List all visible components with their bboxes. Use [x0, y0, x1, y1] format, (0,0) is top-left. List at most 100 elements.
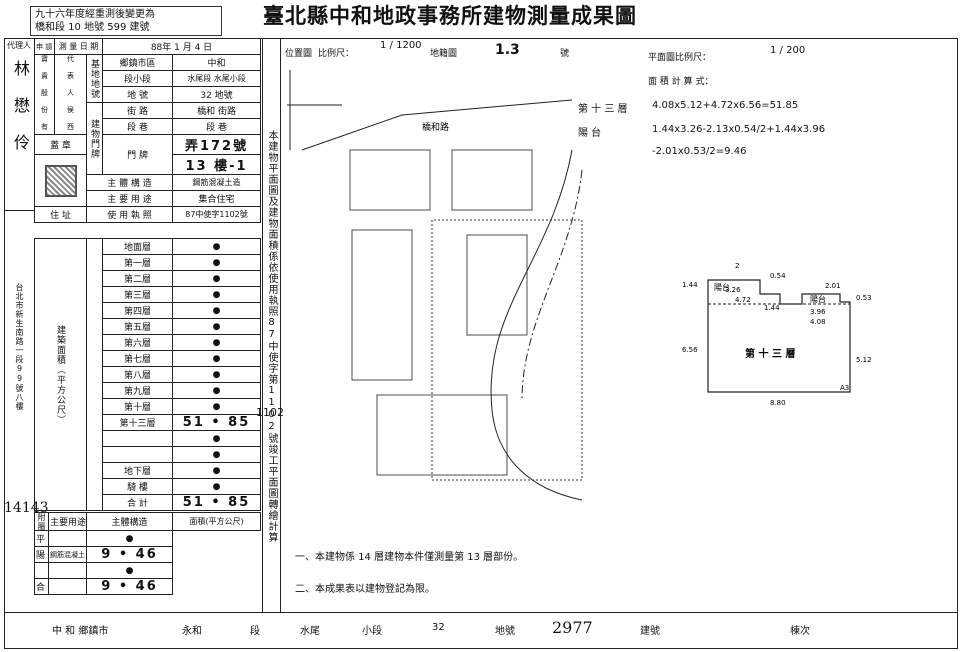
floor-name: 第六層 [102, 334, 173, 351]
dim-label: 1.44 [682, 281, 698, 289]
floor-name: 第二層 [102, 270, 173, 287]
calc-line2-label: 陽 台 [578, 128, 602, 139]
attached-building-table: 附屬建物 主要用途 主體構造 面積(平方公尺) 平 台●陽 台鋼筋混凝土9 • … [34, 512, 261, 595]
footer-section-label: 段 [250, 626, 260, 637]
attached-struct [48, 530, 87, 547]
use-label: 主 要 用 途 [85, 190, 174, 207]
address-label: 住 址 [34, 206, 87, 223]
survey-date-label: 測 量 日 期 [53, 38, 104, 55]
floor-area-table: 建築面積（平方公尺）地面層●第一層●第二層●第三層●第四層●第五層●第六層●第七… [34, 238, 261, 511]
floor-area: ● [172, 254, 261, 271]
applicant-label: 申 請 人 姓 名 [34, 38, 55, 55]
divider [280, 38, 281, 613]
floor-area-label: 建築面積（平方公尺） [34, 238, 87, 511]
street-value: 橋和 街路 [172, 102, 262, 119]
location-map: 橋和路 [287, 70, 583, 501]
floor-name [102, 430, 173, 447]
divider [262, 38, 263, 613]
note-1: 一、本建物係 14 層建物本件僅測量第 13 層部份。 [295, 552, 524, 563]
seal-stamp [34, 154, 87, 207]
note-2: 二、本成果表以建物登記為限。 [295, 584, 435, 595]
dim-label: 4.72 [735, 296, 751, 304]
town-label: 鄉鎮市區 [102, 54, 174, 71]
change-note: 九十六年度經重測後變更為 橋和段 10 地號 599 建號 [30, 6, 222, 36]
applicant-company: 寶 貴 殷 份 有 限 公 司 [34, 54, 55, 135]
attached-area: 9 • 46 [86, 546, 173, 563]
floor-area: ● [172, 398, 261, 415]
floor-name: 第一層 [102, 254, 173, 271]
calc-line3: -2.01x0.53/2=9.46 [652, 146, 747, 157]
survey-date: 88年 1 月 4 日 [102, 38, 262, 55]
floor-name: 地下層 [102, 462, 173, 479]
door-no: 弄172號 [172, 134, 262, 155]
attached-use [34, 562, 49, 579]
divider [4, 210, 34, 211]
road-boundary [301, 99, 573, 151]
attached-use: 平 台 [34, 530, 49, 547]
section-value: 水尾段 水尾小段 [172, 70, 262, 87]
attached-struct: 鋼筋混凝土 [48, 546, 87, 563]
attached-area: ● [86, 530, 173, 547]
spacer [86, 238, 103, 511]
area-calc-label: 面 積 計 算 式： [648, 77, 714, 87]
dim-label: 4.08 [810, 318, 826, 326]
section-label: 段小段 [102, 70, 174, 87]
attached-use: 合 計 [34, 578, 49, 595]
floor-area: 51 • 85 [172, 494, 261, 511]
door-no-floor: 13 樓-1 [172, 154, 262, 175]
floor-area: ● [172, 430, 261, 447]
plane-scale-label: 平面圖比例尺： [648, 53, 712, 63]
attached-use: 陽 台 [34, 546, 49, 563]
floor-area: ● [172, 350, 261, 367]
dim-label: 0.54 [770, 272, 786, 280]
floor-plan-label: 第 十 三 層 [745, 347, 795, 360]
dim-label: 2.01 [825, 282, 841, 290]
structure-label: 主 體 構 造 [85, 174, 174, 191]
floor-name [102, 446, 173, 463]
lane-value: 段 巷 [172, 118, 262, 135]
calc-line1-label: 第 十 三 層 [578, 104, 628, 115]
floor-plan-outline [707, 279, 851, 393]
attached-row: 陽 台鋼筋混凝土9 • 46 [34, 546, 261, 563]
dim-label: 3.26 [725, 286, 741, 294]
floor-plan-drawing: 陽台 陽台 第 十 三 層 1.44 2 3.26 0.54 4.72 1.44… [682, 262, 872, 407]
balcony-label-1: 陽台 [714, 282, 730, 292]
floor-area: ● [172, 302, 261, 319]
floor-name: 第三層 [102, 286, 173, 303]
applicant-address: 台北市新生南路一段99號八樓 [15, 283, 24, 411]
floor-area: ● [172, 334, 261, 351]
map-number-unit: 號 [560, 49, 570, 59]
structure-value: 鋼筋混凝土造 [172, 174, 262, 191]
footer-page-label: 棟次 [790, 626, 810, 637]
floor-area: 51 • 85 [172, 414, 261, 431]
town-value: 中和 [172, 54, 262, 71]
building-blocks [349, 149, 533, 476]
map-label: 地籍圖 [430, 49, 458, 59]
floor-name: 騎 樓 [102, 478, 173, 495]
dim-label: 3.96 [810, 308, 826, 316]
dim-label: 0.53 [856, 294, 872, 302]
floor-area: ● [172, 382, 261, 399]
floor-name: 第十層 [102, 398, 173, 415]
attached-col-area: 面積(平方公尺) [172, 512, 261, 531]
plane-scale: 1 / 200 [770, 45, 806, 56]
floor-row: 地下層● [35, 462, 261, 479]
attached-row: 合 計 9 • 46 [34, 578, 261, 595]
floor-name: 合 計 [102, 494, 173, 511]
footer-frame [4, 613, 958, 649]
attached-col-use: 主要用途 [48, 512, 87, 531]
road-label: 橋和路 [422, 121, 449, 133]
location-map-label: 位置圖 [285, 49, 313, 59]
side-ref: 1102 [256, 406, 284, 419]
base-label: 基地地號 [85, 54, 104, 103]
floor-area: ● [172, 446, 261, 463]
floor-area: ● [172, 270, 261, 287]
attached-row: 平 台 ● [34, 530, 261, 547]
attached-area: 9 • 46 [86, 578, 173, 595]
floor-row: 第六層● [35, 334, 261, 351]
attached-label: 附屬建物 [34, 512, 49, 531]
footer-subsection: 水尾 [300, 626, 320, 637]
street-label: 街 路 [102, 102, 174, 119]
floor-area: ● [172, 462, 261, 479]
